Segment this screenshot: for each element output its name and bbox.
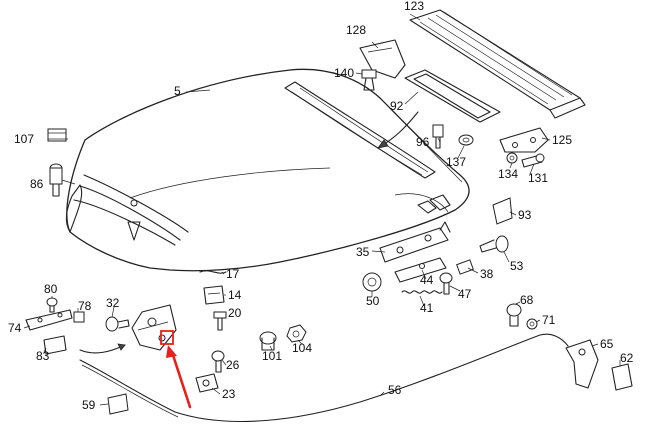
callout-86: 86: [30, 177, 44, 191]
callout-107: 107: [14, 132, 34, 146]
screw-80: [46, 297, 58, 313]
callout-26: 26: [226, 358, 240, 372]
callout-131: 131: [528, 171, 548, 185]
callout-71: 71: [542, 313, 556, 327]
callout-17: 17: [226, 267, 240, 281]
callout-80: 80: [44, 282, 58, 296]
callout-23: 23: [222, 387, 236, 401]
callout-59: 59: [82, 398, 96, 412]
highlight-marker: [160, 330, 192, 409]
trim-strip: [409, 9, 586, 119]
callout-53: 53: [510, 259, 524, 273]
clip-78: [73, 311, 85, 323]
assembly-arrow: [79, 344, 126, 354]
bolt-32: [105, 316, 130, 332]
callout-74: 74: [8, 321, 22, 335]
bolt-26: [211, 350, 225, 373]
callout-50: 50: [366, 294, 380, 308]
release-handle-65: [565, 339, 599, 389]
callout-125: 125: [552, 133, 572, 147]
washer-134: [506, 152, 518, 164]
release-cable-56: [79, 333, 569, 423]
highlight-arrow: [170, 350, 192, 409]
callout-5: 5: [174, 84, 181, 98]
callout-140: 140: [334, 66, 354, 80]
callout-44: 44: [420, 273, 434, 287]
callout-56: 56: [388, 383, 402, 397]
roller-50: [362, 272, 382, 292]
callout-93: 93: [518, 208, 532, 222]
hood-panel: [65, 68, 470, 272]
callout-83: 83: [36, 349, 50, 363]
screw-131: [521, 153, 545, 168]
hinge-14: [203, 285, 225, 305]
callout-96: 96: [416, 135, 430, 149]
grommet-137: [458, 134, 474, 146]
sleeve-38: [456, 259, 474, 275]
callout-47: 47: [458, 287, 472, 301]
pad-107: [47, 128, 67, 142]
lever-44: [394, 257, 447, 283]
washer-71: [526, 318, 538, 330]
callout-134: 134: [498, 167, 518, 181]
cable-clip-59: [107, 393, 129, 415]
bracket-74: [25, 309, 73, 331]
bracket-128: [359, 39, 406, 79]
callout-leaders: [23, 13, 621, 406]
callout-62: 62: [620, 351, 634, 365]
callout-32: 32: [106, 296, 120, 310]
bolt-53: [479, 235, 509, 253]
callout-92: 92: [390, 99, 404, 113]
highlight-box: [160, 330, 174, 345]
grommet-68: [506, 303, 522, 327]
callout-78: 78: [78, 299, 92, 313]
nut-104: [286, 324, 307, 343]
seal-frame: [404, 69, 501, 123]
lever-35: [379, 221, 451, 263]
buffer-86: [49, 163, 63, 197]
callout-137: 137: [446, 155, 466, 169]
clip-62: [611, 363, 633, 391]
callout-68: 68: [520, 293, 534, 307]
callout-104: 104: [292, 341, 312, 355]
callout-labels: 5 107 86 128 123 140 92 96 137 125 134 1…: [8, 0, 634, 412]
callout-35: 35: [356, 245, 370, 259]
callout-128: 128: [346, 23, 366, 37]
clip-140: [361, 69, 377, 91]
spring-41: [401, 290, 443, 294]
bracket-125: [499, 127, 549, 153]
callout-65: 65: [600, 337, 614, 351]
spring-17: [199, 270, 227, 274]
callout-14: 14: [228, 288, 242, 302]
bolt-96: [432, 124, 444, 149]
callout-123: 123: [404, 0, 424, 13]
callout-20: 20: [228, 306, 242, 320]
callout-38: 38: [480, 267, 494, 281]
latch-23: [195, 373, 219, 393]
hood-emblem: [127, 221, 141, 241]
screw-20: [213, 311, 227, 331]
grommet-101: [259, 331, 277, 351]
callout-101: 101: [262, 349, 282, 363]
bolt-47: [439, 272, 453, 295]
callout-41: 41: [420, 301, 434, 315]
highlight-arrowhead: [166, 345, 177, 358]
pad-93: [492, 197, 513, 225]
